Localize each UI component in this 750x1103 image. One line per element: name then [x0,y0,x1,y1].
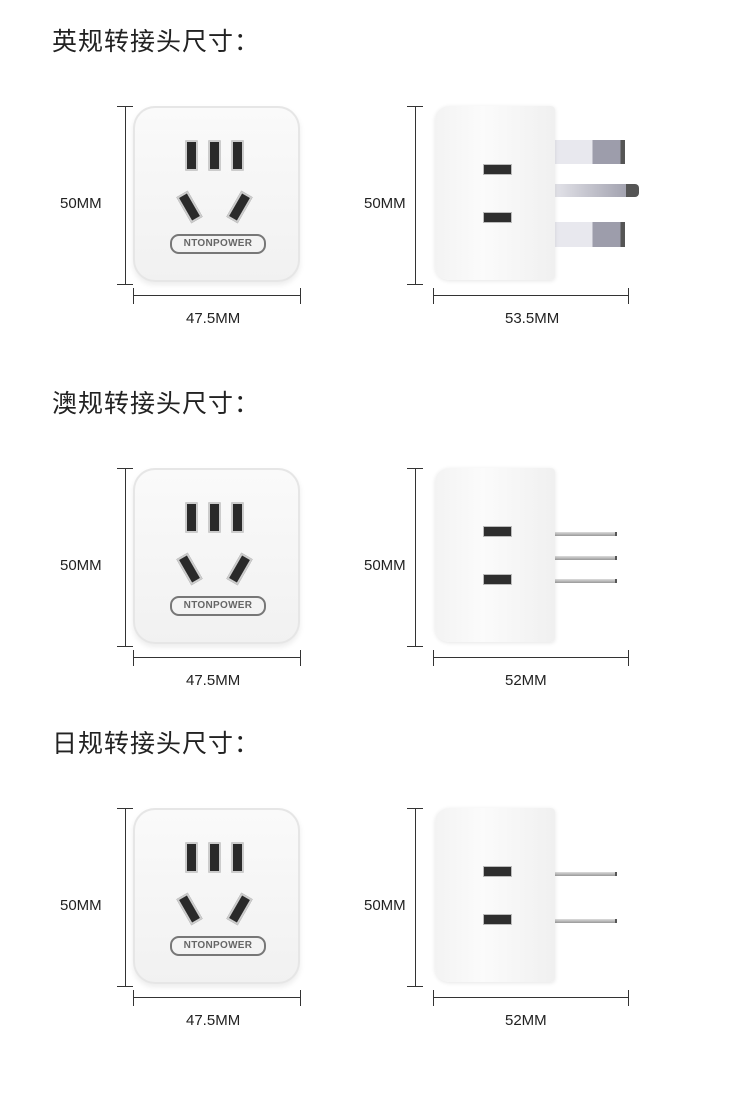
pin [553,872,617,876]
tick [433,650,434,666]
front-height-label: 50MM [60,897,102,914]
socket-slot [231,140,244,171]
tick [407,468,423,469]
side-width-label: 52MM [505,1012,547,1029]
tick [407,986,423,987]
socket-slot [483,526,512,537]
socket-slot [226,552,253,586]
tick [133,990,134,1006]
tick [628,288,629,304]
tick [117,986,133,987]
section-title: 日规转接头尺寸： [52,729,261,758]
socket-slot [176,892,203,926]
adapter-side-view [435,106,555,280]
section-title: 英规转接头尺寸： [52,27,261,56]
front-height-label: 50MM [60,195,102,212]
front-height-line [125,808,126,986]
tick [407,646,423,647]
front-height-line [125,106,126,284]
side-height-label: 50MM [364,195,406,212]
tick [117,468,133,469]
tick [407,106,423,107]
brand-logo: NTONPOWER [170,596,266,616]
front-width-line [133,295,300,296]
socket-slot [208,502,221,533]
tick [117,106,133,107]
section-title: 澳规转接头尺寸： [52,389,261,418]
adapter-front-view: NTONPOWER [133,468,300,644]
socket-slot [226,892,253,926]
brand-logo: NTONPOWER [170,234,266,254]
tick [133,650,134,666]
tick [117,808,133,809]
socket-slot [483,164,512,175]
side-width-label: 52MM [505,672,547,689]
tick [407,284,423,285]
socket-slot [208,140,221,171]
side-height-label: 50MM [364,557,406,574]
adapter-section: 英规转接头尺寸： 50MM 47.5MM NTONPOWER 50MM 53.5… [0,0,750,360]
adapter-front-view: NTONPOWER [133,808,300,984]
front-width-label: 47.5MM [186,1012,241,1029]
tick [433,288,434,304]
pin [553,556,617,560]
tick [300,650,301,666]
tick [300,288,301,304]
front-height-line [125,468,126,646]
socket-slot [176,190,203,224]
tick [628,650,629,666]
tick [117,284,133,285]
pin [553,184,639,197]
tick [407,808,423,809]
tick [628,990,629,1006]
side-height-line [415,106,416,284]
tick [117,646,133,647]
socket-slot [176,552,203,586]
pin [553,532,617,536]
socket-slot [185,502,198,533]
side-width-line [433,997,628,998]
tick [133,288,134,304]
socket-slot [226,190,253,224]
socket-slot [185,842,198,873]
pin [553,579,617,583]
adapter-section: 日规转接头尺寸： 50MM 47.5MM NTONPOWER 50MM 52MM [0,702,750,1062]
adapter-side-view [435,808,555,982]
front-width-line [133,657,300,658]
pin [553,222,625,247]
front-width-label: 47.5MM [186,672,241,689]
socket-slot [483,866,512,877]
socket-slot [483,212,512,223]
adapter-side-view [435,468,555,642]
side-width-line [433,295,628,296]
front-width-label: 47.5MM [186,310,241,327]
front-height-label: 50MM [60,557,102,574]
socket-slot [208,842,221,873]
brand-logo: NTONPOWER [170,936,266,956]
tick [300,990,301,1006]
side-width-line [433,657,628,658]
side-height-label: 50MM [364,897,406,914]
socket-slot [185,140,198,171]
socket-slot [231,842,244,873]
pin [553,919,617,923]
pin [553,140,625,164]
front-width-line [133,997,300,998]
adapter-section: 澳规转接头尺寸： 50MM 47.5MM NTONPOWER 50MM 52MM [0,362,750,722]
socket-slot [483,914,512,925]
side-height-line [415,468,416,646]
tick [433,990,434,1006]
side-height-line [415,808,416,986]
adapter-front-view: NTONPOWER [133,106,300,282]
side-width-label: 53.5MM [505,310,560,327]
socket-slot [483,574,512,585]
socket-slot [231,502,244,533]
